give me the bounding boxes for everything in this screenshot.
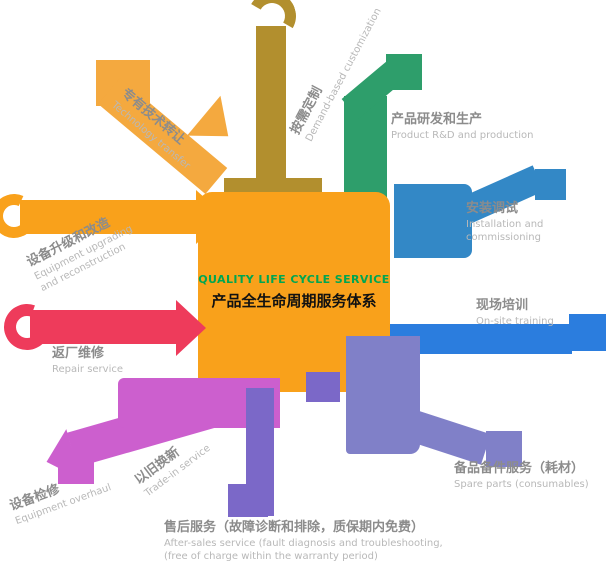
installation-arrow-base — [394, 184, 472, 258]
after-sales-arrow-body — [246, 388, 274, 516]
rd-production-label: 产品研发和生产 Product R&D and production — [391, 112, 533, 142]
spare-parts-arrow-base — [346, 336, 420, 454]
rd-arrow-body — [344, 96, 387, 204]
rd-production-label-en: Product R&D and production — [391, 129, 534, 141]
on-site-training-label-zh: 现场培训 — [476, 298, 529, 313]
installation-label: 安装调试 Installation and commissioning — [466, 201, 543, 244]
after-sales-arrow-node — [306, 372, 340, 402]
repair-label-en: Repair service — [52, 363, 124, 375]
rd-production-label-zh: 产品研发和生产 — [391, 112, 483, 127]
overhaul-arrow-tail — [58, 448, 94, 484]
center-title-en: QUALITY LIFE CYCLE SERVICE — [198, 273, 390, 286]
upgrade-arrow-body — [20, 200, 200, 234]
repair-arrow-body — [30, 310, 178, 344]
after-sales-label-zh: 售后服务（故障诊断和排除，质保期内免费） — [164, 520, 425, 535]
rd-arrow-tip — [386, 54, 422, 90]
spare-parts-label: 备品备件服务（耗材） Spare parts (consumables) — [454, 461, 589, 491]
spare-parts-label-en: Spare parts (consumables) — [454, 478, 589, 490]
installation-label-zh: 安装调试 — [466, 201, 519, 216]
on-site-training-label: 现场培训 On-site training — [476, 298, 554, 328]
training-arrow-tip — [569, 314, 606, 351]
after-sales-label-en2: (free of charge within the warranty peri… — [164, 550, 378, 562]
installation-arrow-tip — [535, 169, 566, 200]
after-sales-label: 售后服务（故障诊断和排除，质保期内免费） After-sales service… — [164, 520, 443, 563]
after-sales-label-en1: After-sales service (fault diagnosis and… — [164, 537, 443, 549]
technology-transfer-label: 专有技术转让 Technology transfer — [109, 86, 204, 172]
spare-parts-label-zh: 备品备件服务（耗材） — [454, 461, 585, 476]
repair-arrow-head — [176, 300, 206, 356]
repair-label-zh: 返厂维修 — [52, 346, 105, 361]
installation-label-en2: commissioning — [466, 231, 541, 243]
on-site-training-label-en: On-site training — [476, 315, 554, 327]
demand-arrow-body — [256, 26, 286, 204]
center-title-zh: 产品全生命周期服务体系 — [211, 292, 377, 310]
repair-label: 返厂维修 Repair service — [52, 346, 123, 376]
spare-parts-arrow-tip — [486, 431, 522, 467]
installation-label-en1: Installation and — [466, 218, 544, 230]
